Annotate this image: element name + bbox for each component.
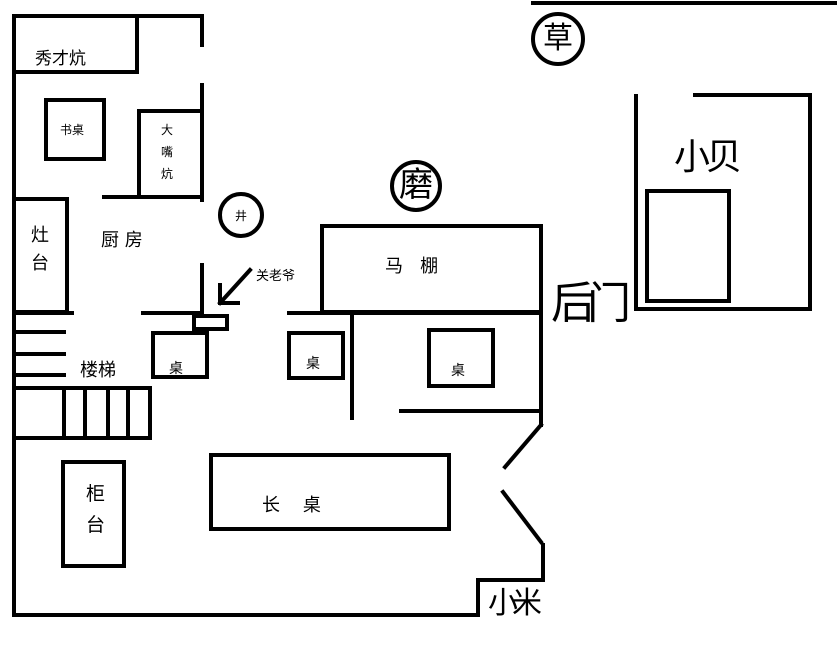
grass-circle <box>531 12 585 66</box>
label-big-mouth-kang: 大 嘴 炕 <box>161 124 173 180</box>
label-guan-laoye: 关老爷 <box>256 269 296 284</box>
big-mouth-kang <box>137 109 204 199</box>
label-counter: 柜 台 <box>86 485 105 535</box>
label-char: 炕 <box>161 167 174 181</box>
label-char: 灶 <box>31 225 49 246</box>
label-char: 台 <box>86 514 106 536</box>
table-1 <box>151 331 209 379</box>
label-xiucai-kang: 秀才炕 <box>35 49 86 69</box>
label-desk-study: 书桌 <box>60 123 85 137</box>
shrine <box>192 314 229 331</box>
xiaobei-inner <box>645 189 731 303</box>
label-back-gate: 后门 <box>551 278 631 329</box>
stair-lines <box>62 386 130 440</box>
stair-lines <box>12 330 66 377</box>
label-stove: 灶 台 <box>31 227 49 273</box>
long-table <box>209 453 451 531</box>
label-kitchen: 厨 房 <box>101 230 143 251</box>
well-circle <box>218 192 264 238</box>
arrow-icon <box>217 267 253 306</box>
label-xiaobei: 小贝 <box>674 137 742 178</box>
counter <box>61 460 126 568</box>
label-char: 大 <box>161 123 174 137</box>
table-3 <box>427 328 495 388</box>
outer-wall <box>12 14 480 617</box>
stable <box>320 224 543 314</box>
desk-study <box>44 98 106 161</box>
label-table-2: 桌 <box>306 356 320 372</box>
label-grass: 草 <box>543 21 573 56</box>
label-stable: 马 棚 <box>385 256 439 277</box>
outer-wall <box>476 543 545 617</box>
stair-box <box>12 386 152 440</box>
label-well: 井 <box>235 209 248 223</box>
label-table-1: 桌 <box>169 361 183 377</box>
millstone-circle <box>390 160 442 212</box>
outer-wall <box>12 14 204 47</box>
door-leaf <box>500 489 544 545</box>
label-char: 台 <box>31 253 49 274</box>
label-table-3: 桌 <box>451 363 465 379</box>
label-millstone: 磨 <box>399 165 433 205</box>
label-xiaomi: 小米 <box>488 586 542 621</box>
stove <box>12 197 69 314</box>
table-2 <box>287 331 345 380</box>
door-leaf <box>502 422 544 470</box>
xiaobei-wall <box>634 93 812 311</box>
kang-wall <box>12 14 139 74</box>
label-char: 柜 <box>86 483 106 505</box>
label-stairs: 楼梯 <box>80 360 116 381</box>
label-char: 嘴 <box>161 145 174 159</box>
label-long-table: 长 桌 <box>262 495 321 516</box>
